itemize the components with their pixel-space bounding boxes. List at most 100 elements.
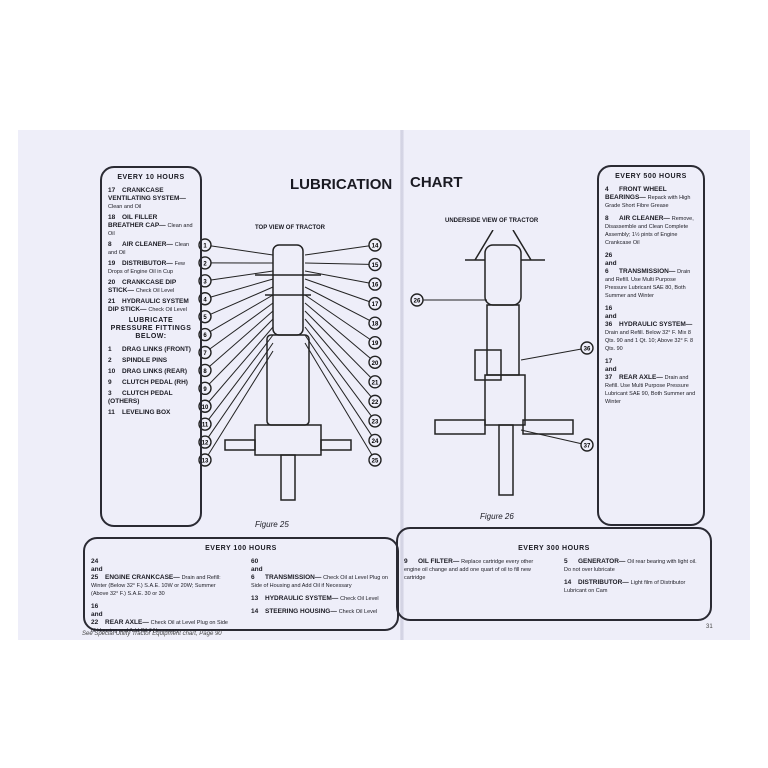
callout-number: 26	[414, 299, 421, 305]
callout-number: 13	[202, 459, 209, 465]
leader-line	[304, 342, 376, 461]
callout-number: 18	[372, 322, 379, 328]
leader-line	[204, 244, 274, 256]
callout-number: 24	[372, 439, 379, 445]
item-number: 60 and 6	[251, 558, 263, 581]
lube-item: 9 CLUTCH PEDAL (RH)	[108, 379, 194, 387]
item-title: CLUTCH PEDAL (RH)	[122, 379, 188, 386]
item-detail: Light film of Distributor Lubricant on C…	[564, 580, 686, 594]
item-number: 9	[108, 379, 112, 386]
item-detail: Drain and Refill. Below 32° F. Mix 8 Qts…	[605, 330, 694, 352]
book-gutter	[400, 130, 404, 640]
item-title: DISTRIBUTOR—	[122, 260, 173, 267]
leader-line	[204, 342, 274, 443]
item-number: 9	[404, 558, 408, 565]
callout-number: 22	[372, 400, 379, 406]
item-number: 20	[108, 279, 116, 286]
item-number: 1	[108, 346, 112, 353]
item-title: DISTRIBUTOR—	[578, 579, 629, 586]
leader-line	[304, 302, 376, 363]
callout-number: 7	[203, 351, 207, 357]
item-number: 10	[108, 368, 116, 375]
manual-spread	[18, 130, 750, 640]
leader-line	[304, 270, 376, 285]
callout-number: 5	[203, 315, 207, 321]
callout-number: 2	[203, 261, 207, 267]
leader-line	[304, 262, 376, 266]
callout-circle	[368, 336, 382, 350]
item-number: 13	[251, 595, 259, 602]
lube-item: 10 DRAG LINKS (REAR)	[108, 368, 194, 376]
callout-circle	[198, 399, 212, 413]
callout-circle	[198, 327, 212, 342]
item-number: 18	[108, 214, 116, 221]
leader-line	[304, 310, 376, 383]
item-title: OIL FILTER—	[418, 558, 460, 565]
leader-line	[304, 294, 376, 344]
callout-circle	[368, 414, 382, 428]
callout-circle	[198, 345, 212, 360]
callout-number: 16	[372, 283, 379, 289]
item-detail: Check Oil Level	[340, 596, 379, 602]
item-detail: Drain and Refill. Use Multi Purpose Pres…	[605, 269, 691, 299]
fig25-label: TOP VIEW OF TRACTOR	[255, 225, 326, 231]
item-detail: Repack with High Grade Short Fibre Greas…	[605, 195, 691, 209]
fig26-caption: Figure 26	[480, 512, 514, 521]
callout-circle	[368, 257, 382, 272]
page-number: 31	[706, 624, 713, 630]
item-title: TRANSMISSION—	[265, 574, 322, 581]
leader-line	[204, 286, 274, 318]
item-title: ENGINE CRANKCASE—	[105, 574, 180, 581]
item-detail: Few Drops of Engine Oil in Cup	[108, 261, 186, 275]
leader-line	[204, 310, 274, 371]
callout-circle	[368, 355, 382, 369]
callout-circle	[198, 309, 212, 324]
leader-line	[304, 244, 376, 256]
item-title: REAR AXLE—	[105, 619, 149, 626]
every-300-heading: EVERY 300 HOURS	[518, 545, 590, 552]
footer-note: See Special Utility Tractor Equipment ch…	[82, 631, 222, 637]
item-number: 21	[108, 298, 116, 305]
fittings-heading: LUBRICATE PRESSURE FITTINGS BELOW:	[110, 317, 192, 340]
callout-circle	[368, 433, 382, 448]
callout-circle	[198, 417, 212, 431]
callout-number: 11	[202, 423, 209, 429]
callout-circle	[368, 394, 382, 409]
leader-line	[304, 334, 376, 441]
leader-line	[304, 278, 376, 305]
item-number: 17	[108, 187, 116, 194]
item-number: 2	[108, 357, 112, 364]
item-detail: Check Oil at Level Plug on Side of Housi…	[91, 620, 228, 634]
callout-number: 4	[203, 297, 207, 303]
item-detail: Oil rear bearing with light oil. Do not …	[564, 559, 697, 573]
item-title: DRAG LINKS (REAR)	[122, 368, 187, 375]
item-detail: Remove, Disassemble and Clean Complete A…	[605, 216, 694, 246]
fig26-label: UNDERSIDE VIEW OF TRACTOR	[445, 218, 539, 224]
item-title: DRAG LINKS (FRONT)	[122, 346, 191, 353]
item-title: CLUTCH PEDAL (OTHERS)	[108, 390, 173, 405]
item-number: 8	[605, 215, 609, 222]
callout-number: 12	[202, 441, 209, 447]
leader-line	[204, 350, 274, 461]
callout-circle	[368, 375, 382, 389]
leader-line	[204, 326, 274, 407]
leader-line	[204, 318, 274, 389]
item-title: FRONT WHEEL BEARINGS—	[605, 186, 667, 201]
item-title: HYDRAULIC SYSTEM DIP STICK—	[108, 298, 189, 313]
leader-line	[204, 278, 274, 300]
item-detail: Check Oil at Level Plug on Side of Housi…	[251, 575, 388, 589]
title-left: LUBRICATION	[290, 176, 393, 193]
item-title: STEERING HOUSING—	[265, 608, 337, 615]
